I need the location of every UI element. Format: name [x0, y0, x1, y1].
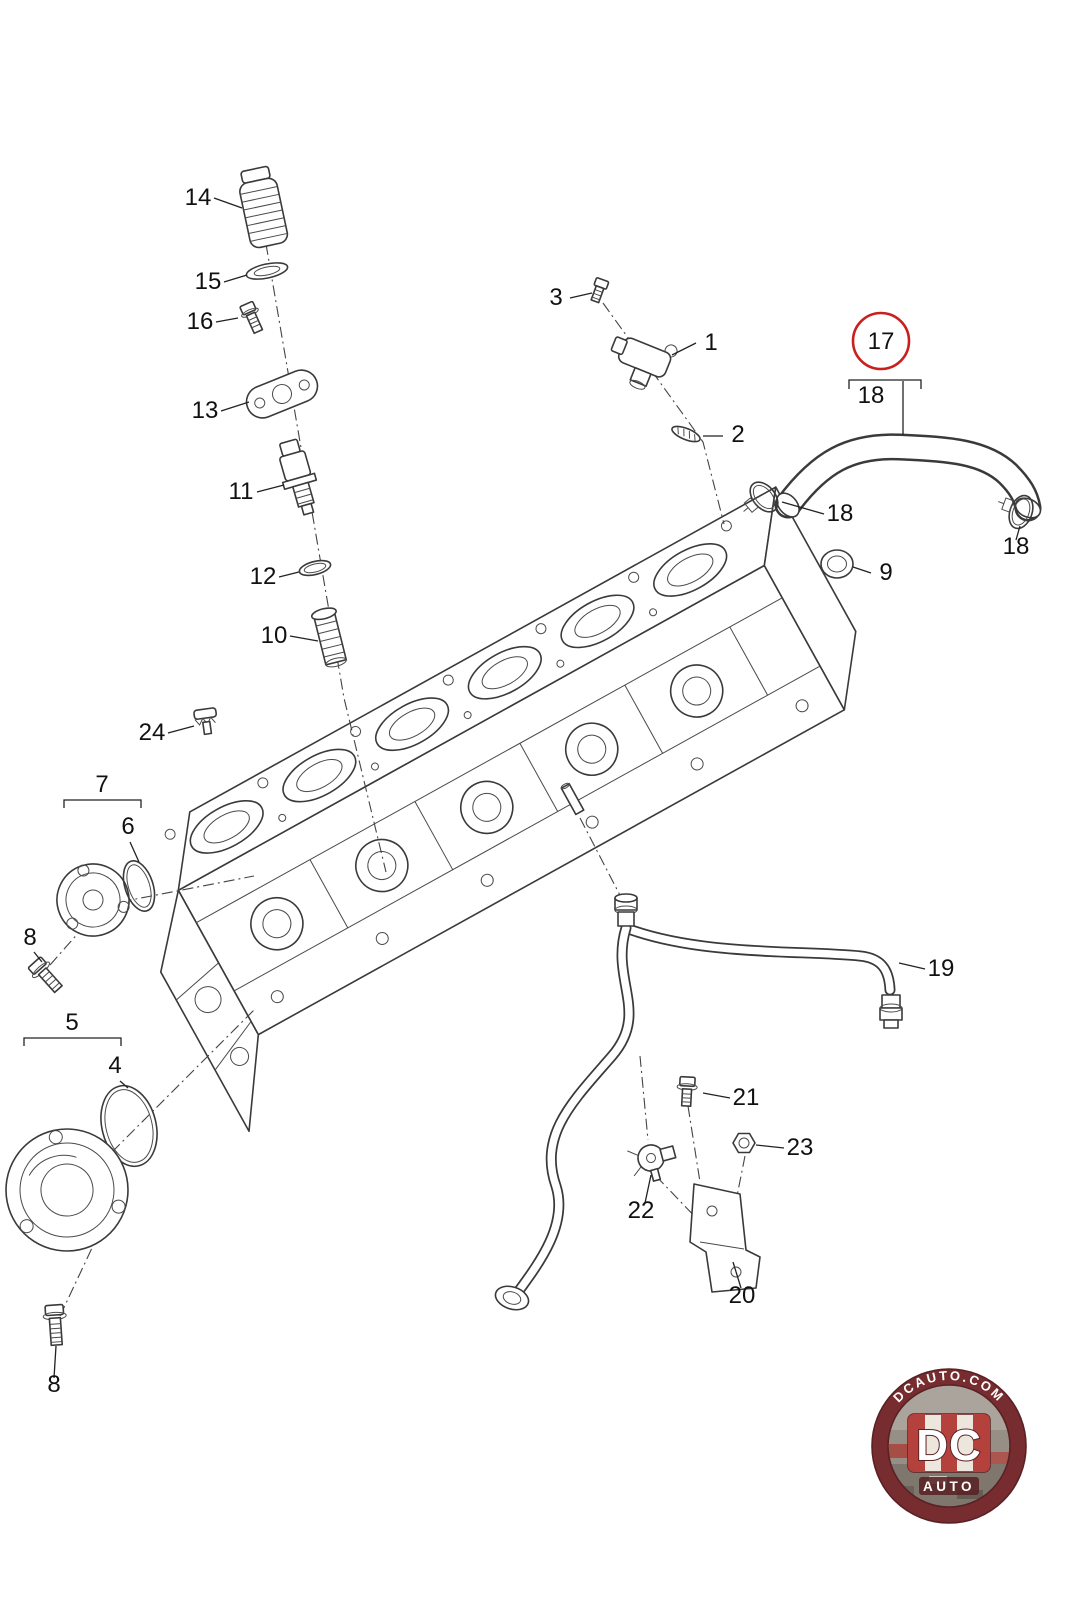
callout-18-assembly: 18 [858, 382, 885, 409]
callout-20: 20 [729, 1282, 756, 1309]
callout-16: 16 [187, 308, 214, 335]
callout-7: 7 [95, 771, 108, 798]
callout-14: 14 [185, 184, 212, 211]
callout-5: 5 [65, 1009, 78, 1036]
part-1-camshaft-sensor [610, 336, 678, 390]
part-8-bolt-upper [27, 956, 63, 994]
part-12-o-ring [298, 559, 332, 577]
callout-6: 6 [121, 813, 134, 840]
pipe-fitting-right [879, 994, 903, 1029]
part-6-o-ring [122, 860, 156, 912]
callout-4: 4 [108, 1052, 121, 1079]
part-15-sealing-ring [245, 262, 289, 280]
callout-15: 15 [195, 268, 222, 295]
logo-ring [872, 1369, 1026, 1523]
part-22-sensor [627, 1144, 677, 1182]
part-18-clamp-right [998, 494, 1034, 530]
part-17-coolant-hose [774, 433, 1042, 522]
logo-word-text: AUTO [923, 1479, 975, 1494]
head-front-face [196, 597, 821, 1004]
callout-1: 1 [704, 329, 717, 356]
dc-auto-logo: DCAUTO.COM DC AUTO [871, 1368, 1027, 1524]
part-3-screw [590, 277, 610, 304]
part-2-serrated-washer [671, 425, 701, 443]
callout-2: 2 [731, 421, 744, 448]
callout-21: 21 [733, 1084, 760, 1111]
part-8-bolt-lower [42, 1303, 67, 1347]
pipe-fitting-top [614, 893, 638, 927]
callout-19: 19 [928, 955, 955, 982]
head-end-face [175, 962, 252, 1071]
logo-word-band [919, 1477, 979, 1495]
logo-ring-inner-edge [887, 1384, 1011, 1508]
part-14-breather-sleeve [239, 165, 289, 249]
part-19-oil-pipe [494, 893, 903, 1311]
highlight-circle-17 [851, 311, 911, 371]
part-21-bolt [676, 1075, 698, 1108]
part-20-bracket [689, 1183, 761, 1293]
callout-3: 3 [549, 284, 562, 311]
callout-8-lower: 8 [47, 1371, 60, 1398]
part-9-seal-ring [820, 549, 854, 579]
part-stud [560, 782, 585, 816]
logo-shield [907, 1413, 991, 1473]
part-5-end-cover [5, 1128, 129, 1252]
callout-18-clamp-right: 18 [1003, 533, 1030, 560]
logo-initials-text: DC [916, 1421, 982, 1470]
callout-24: 24 [139, 719, 166, 746]
callout-12: 12 [250, 563, 277, 590]
callout-11: 11 [229, 478, 254, 505]
part-7-cover-assembly [56, 863, 130, 937]
label-brackets [23, 379, 922, 1046]
pipe-flange-end [494, 1285, 530, 1311]
leader-lines [33, 197, 1021, 1379]
part-18-clamp-left [743, 481, 779, 513]
callout-9: 9 [879, 559, 892, 586]
callout-23: 23 [787, 1134, 814, 1161]
callout-22: 22 [628, 1197, 655, 1224]
callout-13: 13 [192, 397, 219, 424]
part-23-nut [732, 1132, 756, 1154]
cylinder-head [159, 486, 857, 1133]
logo-ring-outer-edge [871, 1368, 1027, 1524]
part-24-clip-fastener [193, 707, 218, 736]
head-top-bores [164, 520, 732, 854]
callout-18-clamp-left: 18 [827, 500, 854, 527]
part-10-valve-guide [310, 607, 348, 668]
callout-10: 10 [261, 622, 288, 649]
part-11-solenoid-valve [279, 438, 318, 516]
part-4-o-ring-large [100, 1084, 158, 1168]
part-16-bolt [239, 300, 264, 335]
callout-17-highlighted: 17 [868, 328, 895, 355]
part-13-flange-plate [245, 369, 319, 419]
callout-labels: 14 15 16 13 11 12 10 24 7 6 8 5 4 8 3 1 … [23, 184, 1029, 1398]
callout-8-upper: 8 [23, 924, 36, 951]
